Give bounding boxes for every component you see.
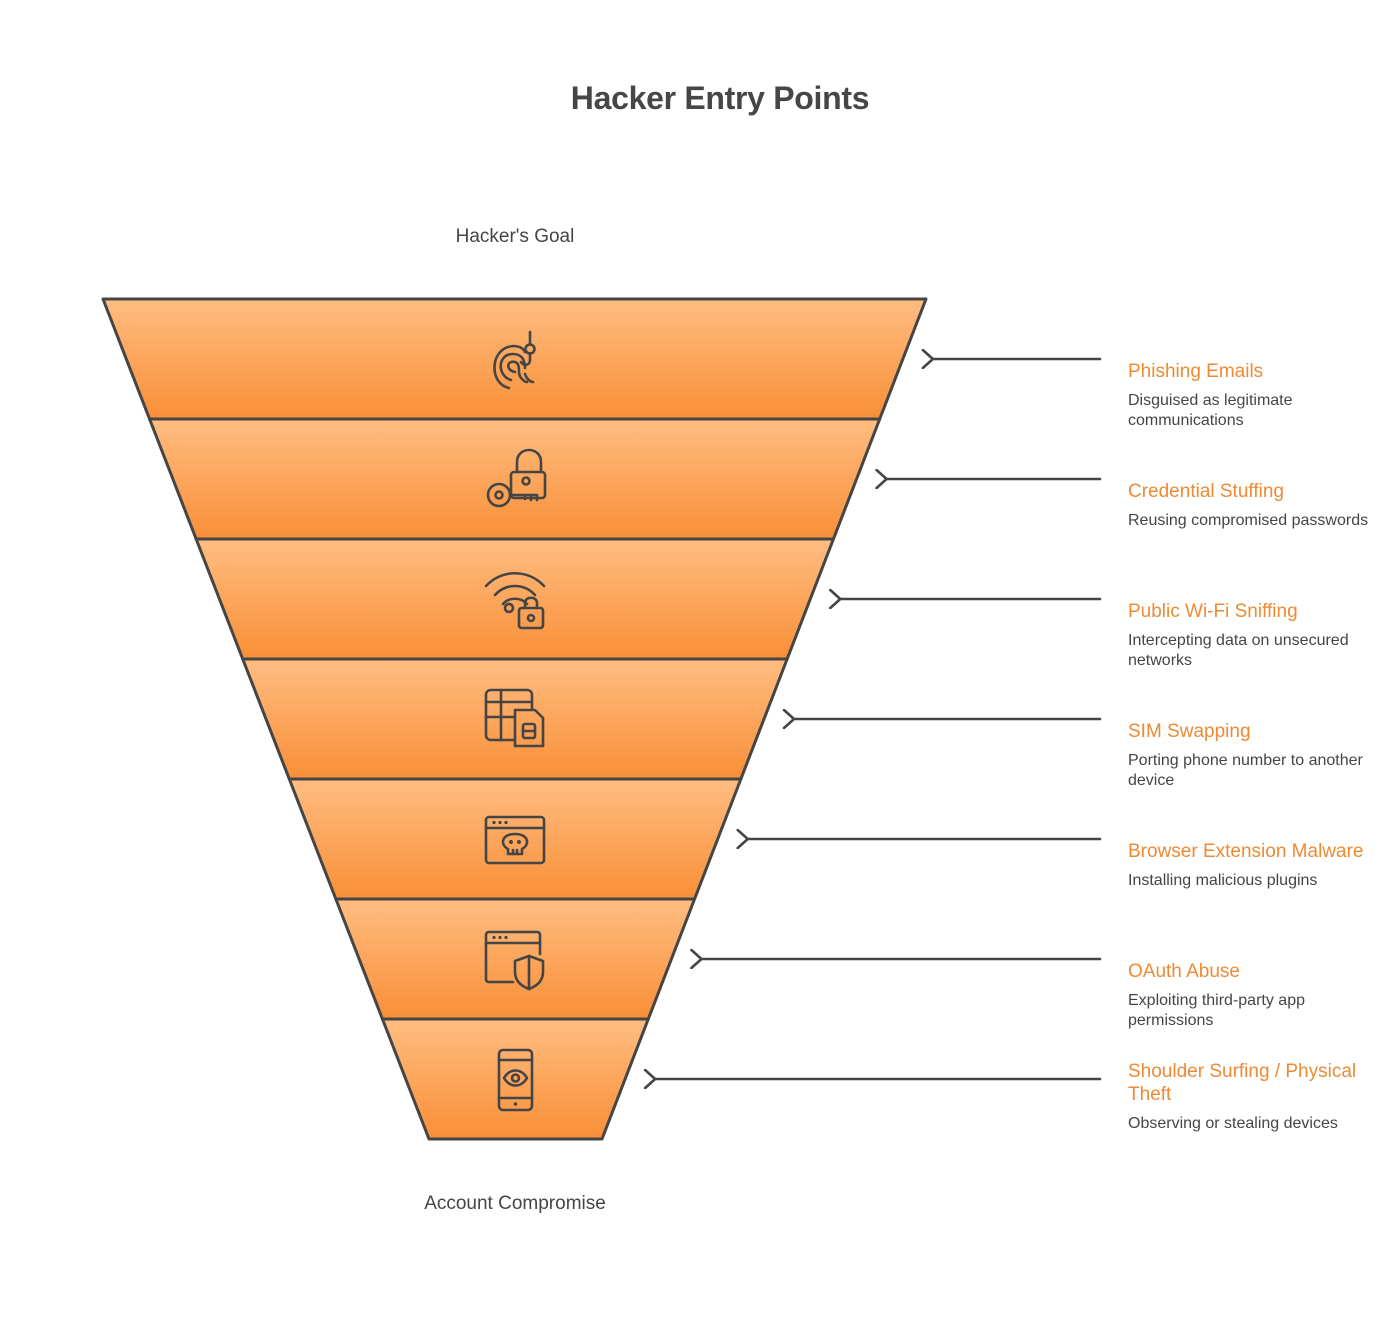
entry-point-oauth-abuse: OAuth Abuse Exploiting third-party app p…: [1128, 960, 1390, 1031]
entry-point-browser-extension-malware: Browser Extension Malware Installing mal…: [1128, 840, 1390, 891]
entry-title: Browser Extension Malware: [1128, 841, 1364, 862]
entry-title: OAuth Abuse: [1128, 961, 1240, 982]
funnel-layer: [380, 1017, 650, 1141]
entry-title: Public Wi-Fi Sniffing: [1128, 601, 1298, 622]
entry-description: Observing or stealing devices: [1128, 1115, 1338, 1132]
entry-description: Porting phone number to another device: [1128, 752, 1363, 789]
sim-card-icon: [484, 688, 545, 748]
funnel-bottom-label: Account Compromise: [424, 1193, 606, 1214]
entry-title: Phishing Emails: [1128, 361, 1264, 382]
funnel-layer: [334, 897, 697, 1021]
entry-title: Shoulder Surfing / Physical Theft: [1128, 1061, 1357, 1105]
entry-point-shoulder-surfing: Shoulder Surfing / Physical Theft Observ…: [1128, 1060, 1390, 1134]
entry-title: SIM Swapping: [1128, 721, 1251, 742]
fingerprint-hook-icon: [493, 330, 536, 390]
entry-point-public-wifi-sniffing: Public Wi-Fi Sniffing Intercepting data …: [1128, 600, 1390, 671]
funnel-layer: [287, 777, 743, 901]
entry-description: Intercepting data on unsecured networks: [1128, 632, 1349, 669]
diagram-title: Hacker Entry Points: [570, 80, 870, 116]
entry-description: Exploiting third-party app permissions: [1128, 992, 1305, 1029]
entry-point-sim-swapping: SIM Swapping Porting phone number to ano…: [1128, 720, 1390, 791]
entry-point-credential-stuffing: Credential Stuffing Reusing compromised …: [1128, 480, 1390, 531]
funnel-layer: [148, 417, 882, 541]
wifi-lock-icon: [484, 572, 546, 630]
entry-description: Installing malicious plugins: [1128, 872, 1318, 889]
entry-description: Disguised as legitimate communications: [1128, 392, 1293, 429]
entry-title: Credential Stuffing: [1128, 481, 1284, 502]
key-lock-icon: [486, 448, 547, 508]
phone-eye-icon: [497, 1048, 534, 1112]
entry-point-phishing-emails: Phishing Emails Disguised as legitimate …: [1128, 360, 1390, 431]
entry-description: Reusing compromised passwords: [1128, 512, 1369, 529]
funnel-top-label: Hacker's Goal: [455, 226, 575, 247]
browser-skull-icon: [484, 815, 546, 865]
funnel-layer: [101, 297, 928, 421]
browser-shield-icon: [484, 930, 545, 991]
